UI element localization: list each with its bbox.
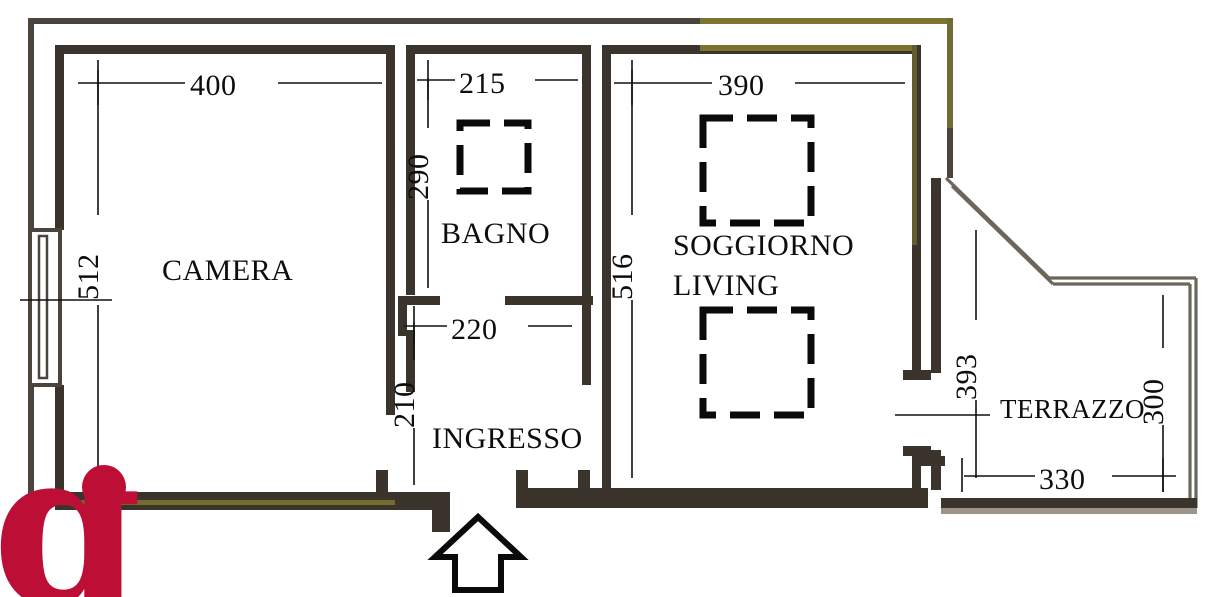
dimension-bagno-width: 215 xyxy=(417,60,578,100)
dimension-soggiorno-width: 390 xyxy=(614,60,905,105)
room-label-camera: CAMERA xyxy=(162,254,293,287)
dimension-516-label: 516 xyxy=(606,254,639,301)
dimension-393-label: 393 xyxy=(950,354,983,401)
dimension-210-label: 210 xyxy=(388,382,421,429)
dimension-ingresso-width: 220 xyxy=(404,306,572,346)
watermark-dot xyxy=(82,465,126,509)
dimension-390-label: 390 xyxy=(718,69,765,102)
room-bagno xyxy=(398,45,593,392)
dimension-terrazzo-depth-left: 393 xyxy=(895,230,990,478)
soggiorno-furniture-top xyxy=(699,114,815,227)
bagno-fixture xyxy=(456,119,532,195)
dimension-soggiorno-depth: 516 xyxy=(606,70,639,478)
dimension-290-label: 290 xyxy=(402,154,435,201)
room-label-soggiorno: SOGGIORNO xyxy=(673,229,854,262)
dimension-512-label: 512 xyxy=(72,254,105,301)
dimension-camera-width: 400 xyxy=(78,60,382,105)
dimension-bagno-depth: 290 xyxy=(402,78,435,288)
soggiorno-furniture-bottom xyxy=(699,306,815,419)
room-label-ingresso: INGRESSO xyxy=(432,422,583,455)
dimension-215-label: 215 xyxy=(459,67,506,100)
window-camera-left xyxy=(28,228,62,387)
dimension-terrazzo-width: 330 xyxy=(961,458,1176,496)
dimension-400-label: 400 xyxy=(190,69,237,102)
dimension-camera-depth: 512 xyxy=(20,70,112,480)
dimension-220-label: 220 xyxy=(451,313,498,346)
room-camera xyxy=(55,45,450,532)
dimension-300-label: 300 xyxy=(1137,379,1170,426)
room-label-living: LIVING xyxy=(673,269,779,302)
dimension-330-label: 330 xyxy=(1039,463,1086,496)
watermark-logo: g xyxy=(0,401,142,597)
dimension-ingresso-depth: 210 xyxy=(388,322,421,485)
room-label-bagno: BAGNO xyxy=(441,217,550,250)
room-terrazzo xyxy=(921,176,1198,514)
room-soggiorno xyxy=(516,45,931,508)
entrance-arrow-icon xyxy=(427,512,529,593)
room-label-terrazzo: TERRAZZO xyxy=(1000,394,1145,424)
